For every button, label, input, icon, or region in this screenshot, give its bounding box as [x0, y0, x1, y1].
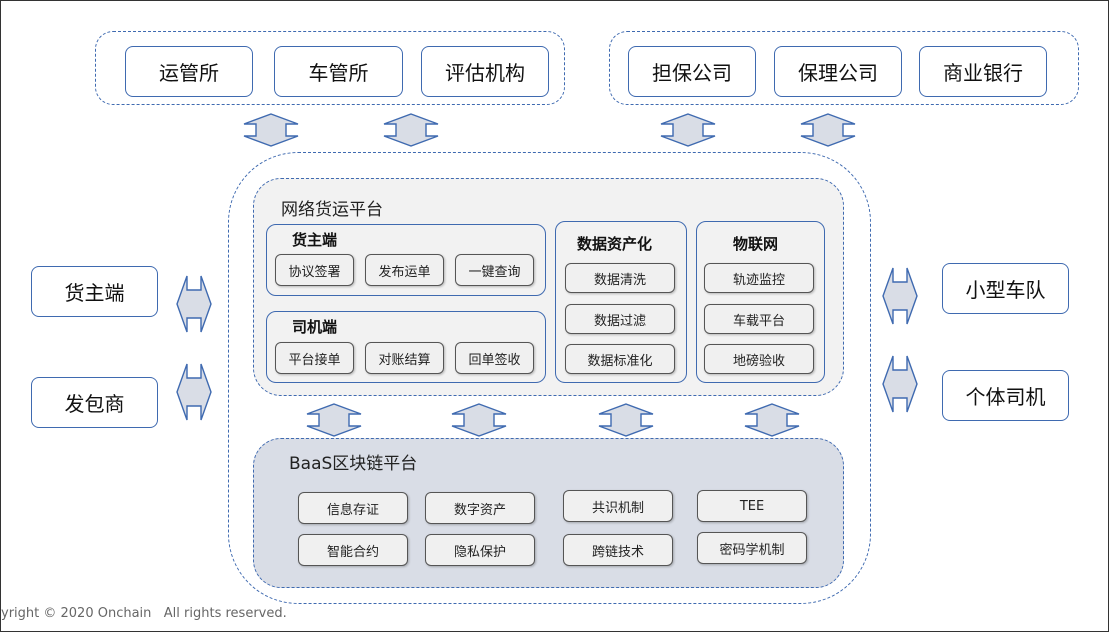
top-right-group [609, 31, 1079, 105]
double-arrow-horizontal-icon [882, 267, 918, 325]
double-arrow-vertical-icon [383, 113, 439, 147]
baas-item-cross-chain: 跨链技术 [563, 534, 673, 566]
data-item-cleaning: 数据清洗 [565, 263, 675, 293]
core-outer-panel [228, 152, 871, 604]
baas-title: BaaS区块链平台 [289, 454, 418, 474]
baas-item-digital-assets: 数字资产 [425, 492, 535, 524]
baas-item-consensus: 共识机制 [563, 490, 673, 522]
baas-item-smart-contract: 智能合约 [298, 534, 408, 566]
iot-title: 物联网 [733, 235, 779, 253]
node-yunguansuo: 运管所 [125, 46, 253, 97]
node-cheguansuo: 车管所 [274, 46, 403, 97]
double-arrow-vertical-icon [243, 113, 299, 147]
node-getisiji: 个体司机 [942, 370, 1069, 421]
baas-item-cryptography: 密码学机制 [697, 532, 807, 564]
double-arrow-vertical-icon [306, 403, 362, 437]
shipper-item-one-click-query: 一键查询 [455, 254, 534, 286]
node-baoligongsi: 保理公司 [774, 46, 902, 97]
iot-item-vehicle-platform: 车载平台 [704, 304, 814, 334]
node-shangyeyinhang: 商业银行 [919, 46, 1047, 97]
driver-item-receipt: 回单签收 [455, 342, 534, 374]
platform-title: 网络货运平台 [281, 200, 383, 220]
node-pinggujigou: 评估机构 [421, 46, 549, 97]
node-danbaogongsi: 担保公司 [628, 46, 756, 97]
baas-item-evidence: 信息存证 [298, 492, 408, 524]
baas-item-tee: TEE [697, 490, 807, 522]
double-arrow-vertical-icon [598, 403, 654, 437]
double-arrow-horizontal-icon [882, 355, 918, 413]
node-fabaoshang: 发包商 [31, 377, 158, 428]
shipper-title: 货主端 [292, 231, 338, 249]
data-item-filtering: 数据过滤 [565, 304, 675, 334]
top-left-group [95, 31, 565, 105]
shipper-item-publish-waybill: 发布运单 [365, 254, 444, 286]
shipper-item-agreement: 协议签署 [275, 254, 354, 286]
node-xiaoxingchedui: 小型车队 [942, 263, 1069, 314]
driver-title: 司机端 [292, 318, 338, 336]
iot-item-weighbridge: 地磅验收 [704, 344, 814, 374]
double-arrow-vertical-icon [451, 403, 507, 437]
iot-item-track-monitor: 轨迹监控 [704, 263, 814, 293]
double-arrow-vertical-icon [800, 113, 856, 147]
double-arrow-horizontal-icon [176, 275, 212, 333]
double-arrow-horizontal-icon [176, 363, 212, 421]
data-item-standardization: 数据标准化 [565, 344, 675, 374]
double-arrow-vertical-icon [660, 113, 716, 147]
driver-item-settlement: 对账结算 [365, 342, 444, 374]
copyright-footer: yright © 2020 Onchain All rights reserve… [1, 606, 287, 621]
baas-item-privacy: 隐私保护 [425, 534, 535, 566]
driver-item-take-order: 平台接单 [275, 342, 354, 374]
node-huozhuduan: 货主端 [31, 266, 158, 317]
data-assets-title: 数据资产化 [577, 235, 653, 253]
double-arrow-vertical-icon [744, 403, 800, 437]
